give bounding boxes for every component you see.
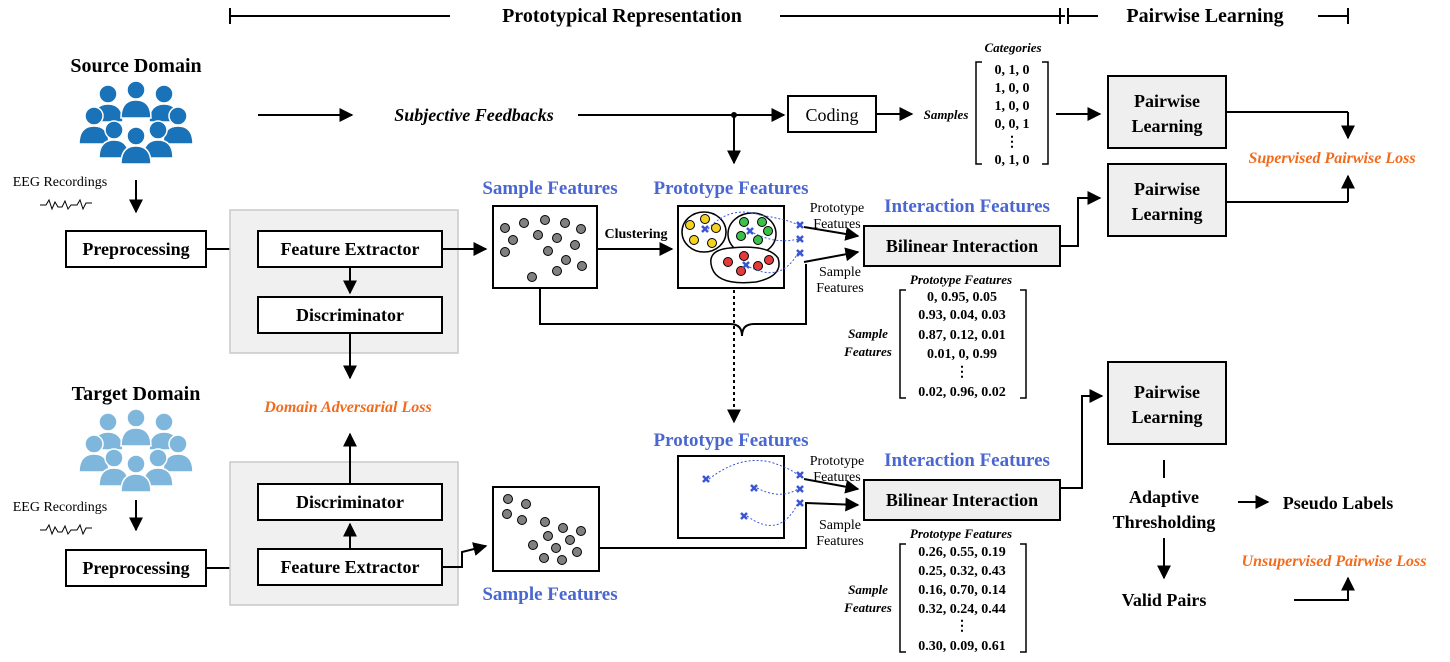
unsupervised-pairwise-loss: Unsupervised Pairwise Loss [1242, 553, 1427, 570]
category-row: 0, 0, 1 [995, 117, 1030, 132]
target-discriminator-label: Discriminator [296, 492, 404, 512]
source-preprocessing-label: Preprocessing [82, 239, 189, 259]
coding-label: Coding [805, 105, 858, 125]
matrix-row: ⋮ [955, 619, 969, 634]
source-discriminator-box [257, 296, 443, 334]
category-row: ⋮ [1005, 135, 1019, 150]
target-interaction-features-title: Interaction Features [884, 450, 1050, 471]
target-eeg-label: EEG Recordings [13, 500, 107, 515]
eeg-wave-icon [40, 198, 92, 211]
cluster-groups [681, 211, 780, 284]
category-row: 0, 1, 0 [995, 153, 1030, 168]
matrix-row: ⋮ [955, 365, 969, 380]
source-feature-extractor-label: Feature Extractor [280, 239, 419, 259]
source-pairwise-learning-1 [1107, 75, 1227, 149]
samples-label: Samples [924, 107, 969, 122]
target-preprocessing-box [65, 549, 207, 587]
matrix-row: 0.25, 0.32, 0.43 [918, 564, 1006, 579]
supervised-pairwise-loss: Supervised Pairwise Loss [1248, 150, 1415, 167]
valid-pairs-label: Valid Pairs [1122, 590, 1207, 610]
matrix-row: 0.02, 0.96, 0.02 [918, 385, 1006, 400]
source-sample-dots [500, 215, 587, 282]
target-preprocessing-label: Preprocessing [82, 558, 189, 578]
matrix-row: 0.01, 0, 0.99 [927, 347, 997, 362]
header-prototypical-representation: Prototypical Representation [502, 5, 742, 27]
source-pairwise-learning-2 [1107, 163, 1227, 237]
source-similarity-matrix: 0, 0.95, 0.05 0.93, 0.04, 0.03 0.87, 0.1… [899, 289, 1027, 400]
matrix-row: 0.93, 0.04, 0.03 [918, 308, 1006, 323]
header-pairwise-learning: Pairwise Learning [1126, 5, 1283, 27]
target-domain-title: Target Domain [72, 383, 201, 405]
target-prototype-features-box [677, 455, 785, 539]
domain-adversarial-loss: Domain Adversarial Loss [263, 399, 431, 416]
prototype-x-icon [702, 471, 804, 520]
matrix-row: 0, 0.95, 0.05 [927, 290, 997, 305]
matrix-row: 0.16, 0.70, 0.14 [918, 583, 1006, 598]
target-feature-extractor-label: Feature Extractor [280, 557, 419, 577]
category-row: 1, 0, 0 [995, 81, 1030, 96]
target-sample-features-title: Sample Features [482, 584, 617, 605]
matrix-row: 0.26, 0.55, 0.19 [918, 545, 1006, 560]
target-bilinear-interaction-box [863, 479, 1061, 521]
matrix-row: 0.32, 0.24, 0.44 [918, 602, 1006, 617]
source-matrix-header: Prototype Features [910, 272, 1012, 287]
target-bilinear-label: Bilinear Interaction [886, 490, 1038, 510]
target-prototype-features-title: Prototype Features [654, 430, 809, 451]
people-group-icon [78, 408, 194, 493]
coding-box [787, 95, 877, 133]
category-row: 0, 1, 0 [995, 63, 1030, 78]
target-discriminator-box [257, 483, 443, 521]
source-discriminator-label: Discriminator [296, 305, 404, 325]
categories-label: Categories [984, 40, 1041, 55]
pseudo-labels-label: Pseudo Labels [1283, 493, 1394, 513]
target-similarity-matrix: 0.26, 0.55, 0.19 0.25, 0.32, 0.43 0.16, … [899, 543, 1027, 654]
matrix-row: 0.87, 0.12, 0.01 [918, 328, 1006, 343]
subjective-feedbacks-label: Subjective Feedbacks [394, 105, 553, 125]
source-eeg-label: EEG Recordings [13, 175, 107, 190]
target-sample-dots [502, 494, 586, 565]
eeg-wave-icon [40, 523, 92, 536]
source-sample-features-title: Sample Features [482, 178, 617, 199]
target-pairwise-learning-box [1107, 361, 1227, 445]
header-bar: Prototypical Representation Pairwise Lea… [229, 5, 1349, 27]
clustering-label: Clustering [605, 227, 668, 242]
source-prototype-features-title: Prototype Features [654, 178, 809, 199]
source-bilinear-label: Bilinear Interaction [886, 236, 1038, 256]
source-domain-title: Source Domain [70, 55, 201, 77]
matrix-row: 0.30, 0.09, 0.61 [918, 639, 1006, 654]
prototype-x-icon [701, 221, 804, 269]
category-row: 1, 0, 0 [995, 99, 1030, 114]
target-matrix-header: Prototype Features [910, 526, 1012, 541]
source-interaction-features-title: Interaction Features [884, 196, 1050, 217]
category-matrix: 0, 1, 0 1, 0, 0 1, 0, 0 0, 0, 1 ⋮ 0, 1, … [975, 61, 1049, 168]
people-group-icon [78, 80, 194, 165]
